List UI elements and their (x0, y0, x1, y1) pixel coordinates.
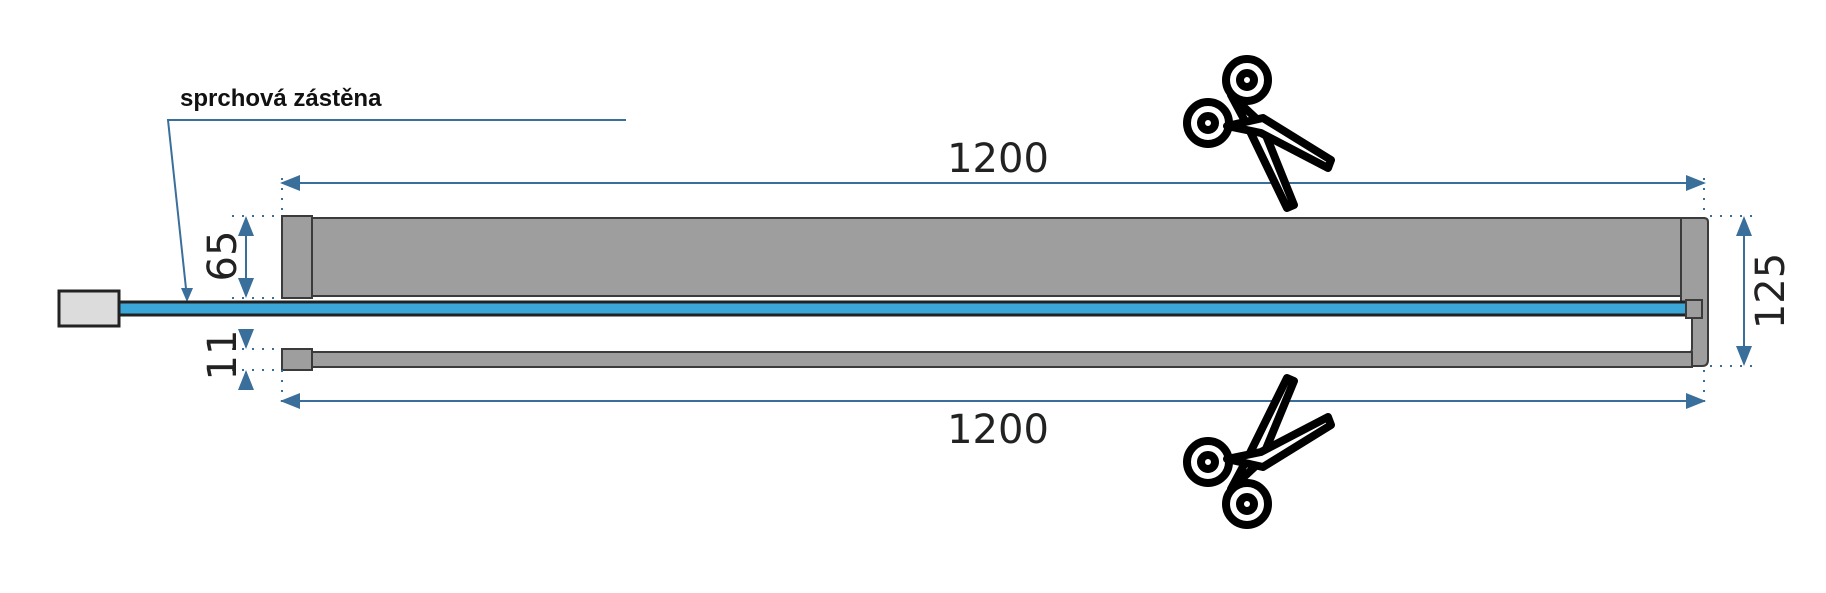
end-cap (57, 289, 121, 328)
leader-arrow (181, 288, 193, 302)
upper-profile-end-left (281, 215, 313, 299)
left-bottom-height-value: 11 (200, 330, 246, 381)
lower-profile (281, 351, 1693, 368)
upper-profile (281, 217, 1705, 297)
leader-line (166, 119, 626, 299)
scissors-icon (1183, 55, 1335, 212)
right-connector-profile (1680, 217, 1709, 367)
left-top-height-value: 65 (200, 231, 246, 282)
top-width-value: 1200 (947, 136, 1049, 182)
bottom-width-value: 1200 (947, 407, 1049, 453)
glass-panel (113, 300, 1702, 317)
glass-end-clip (1685, 299, 1703, 319)
lower-profile-end-left (281, 348, 313, 371)
scissors-icon (1183, 374, 1335, 529)
right-height-value: 125 (1748, 253, 1794, 329)
screen-label: sprchová zástěna (180, 85, 382, 112)
